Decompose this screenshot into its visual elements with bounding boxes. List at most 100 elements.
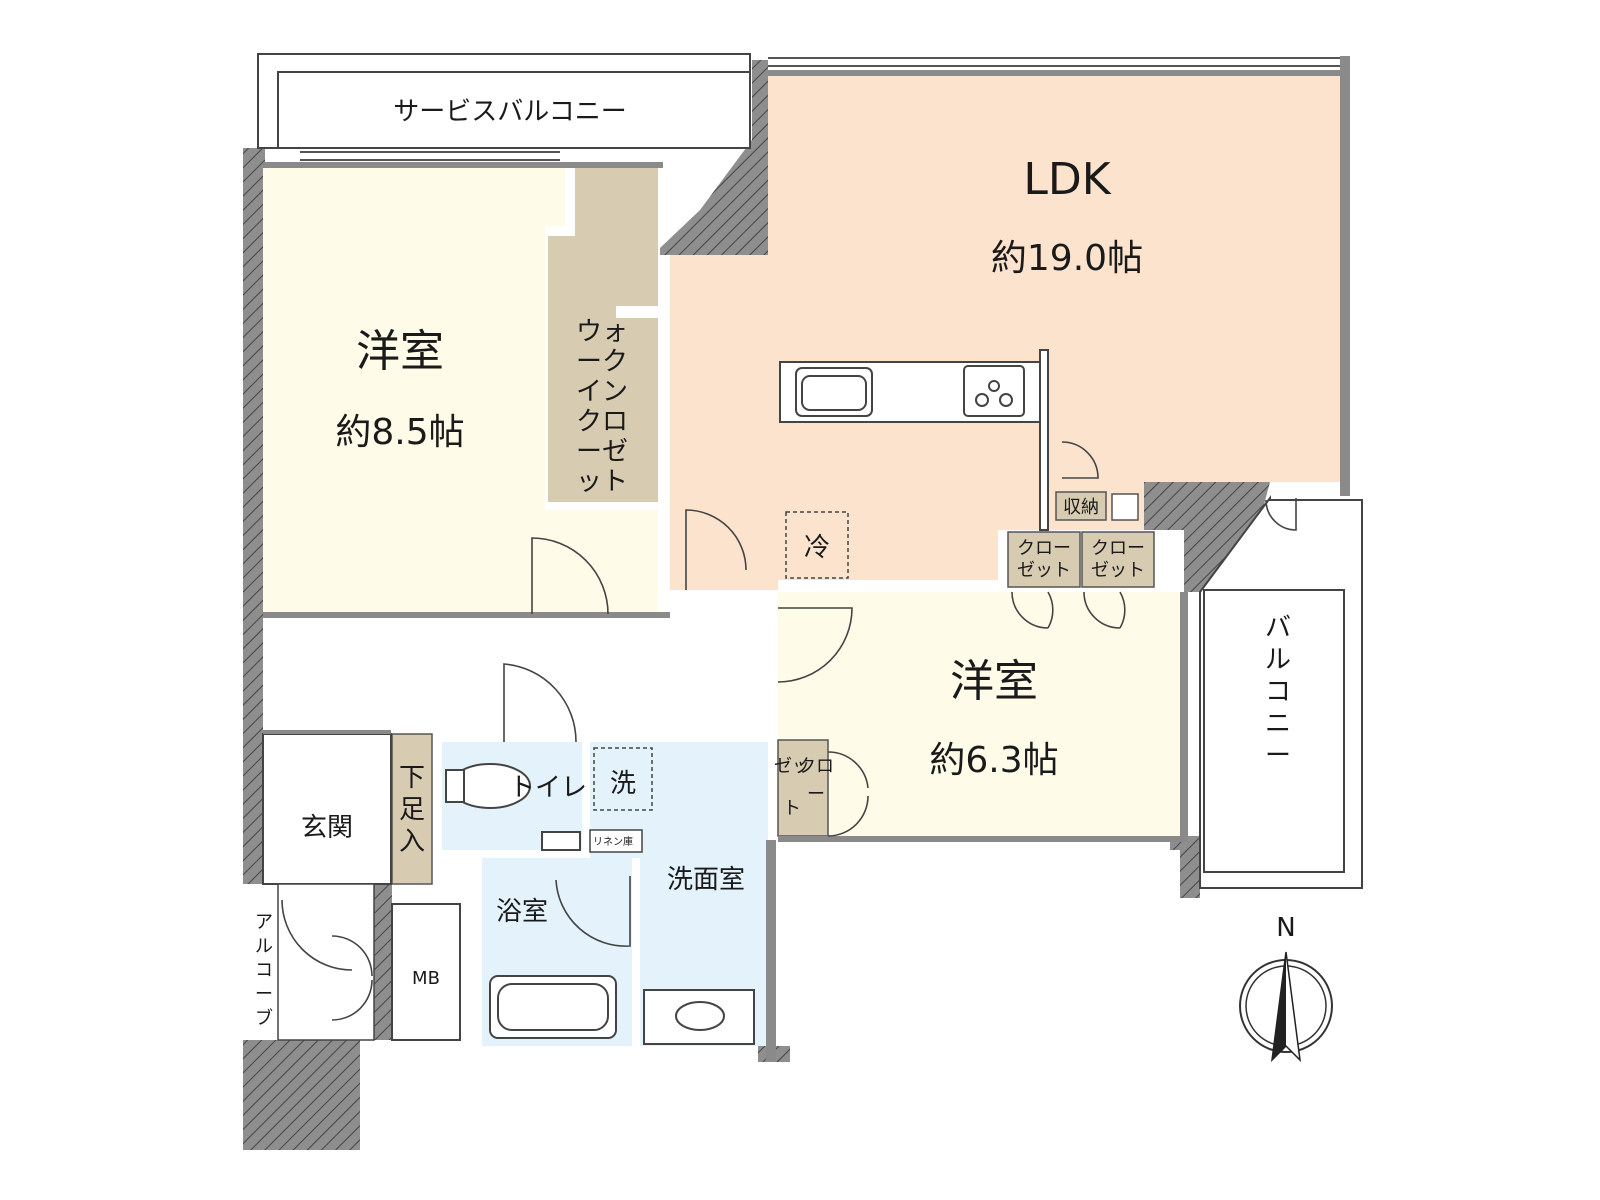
- alcove-area: [277, 883, 375, 1041]
- wall-north-ldk: [768, 70, 1340, 76]
- mb-label: MB: [412, 968, 440, 989]
- western2-name: 洋室: [950, 656, 1038, 707]
- svg-text:コ: コ: [1265, 677, 1291, 707]
- svg-text:ニ: ニ: [1265, 709, 1291, 739]
- storage-label: 収納: [1063, 497, 1099, 518]
- ldk-area: [670, 76, 1340, 590]
- svg-text:クロー: クロー: [1017, 538, 1071, 559]
- wall-west: [243, 148, 263, 884]
- stove-burner-2: [999, 393, 1013, 407]
- wall-south-bottom: [243, 1040, 360, 1150]
- western-room-1: [263, 166, 658, 616]
- ldk-size: 約19.0帖: [991, 238, 1143, 279]
- wall-east-ldk: [1340, 56, 1350, 496]
- toilet-sink: [541, 831, 581, 851]
- svg-text:クロ: クロ: [576, 407, 628, 437]
- closet-b-area: [1081, 531, 1155, 588]
- walkin-closet-label: ウォ ーク イン クロ ーゼ ット: [576, 317, 628, 497]
- western2-size: 約6.3帖: [929, 740, 1058, 781]
- service-balcony-label: サービスバルコニー: [393, 97, 626, 127]
- western1-size: 約8.5帖: [335, 412, 464, 453]
- storage-area: [1055, 491, 1107, 521]
- svg-text:ー: ー: [1265, 741, 1291, 771]
- svg-text:ア: ア: [255, 912, 273, 933]
- svg-text:ゼット: ゼット: [1017, 560, 1071, 581]
- svg-text:クロ: クロ: [798, 756, 834, 777]
- closet-a-area: [1007, 531, 1081, 588]
- svg-text:入: 入: [399, 827, 425, 857]
- balcony-inner: [1203, 589, 1345, 873]
- walkin-closet-area: [548, 166, 658, 502]
- washer-label: 洗: [610, 769, 636, 799]
- shoe-cabinet-area: [391, 733, 433, 885]
- stove-burner-1: [975, 393, 989, 407]
- ldk-name: LDK: [1023, 154, 1111, 205]
- compass-north-label: N: [1276, 913, 1295, 943]
- stove-burner-3: [988, 380, 1000, 392]
- mb-area: [391, 903, 461, 1041]
- wall-corner-nw: [243, 148, 265, 168]
- wall-west2-east: [1180, 592, 1188, 842]
- svg-text:ル: ル: [255, 936, 273, 957]
- balcony-area: [1199, 494, 1363, 889]
- svg-text:イン: イン: [576, 377, 628, 407]
- compass-needle-dark: [1272, 952, 1286, 1060]
- closet-a-label: クロー ゼット: [1017, 538, 1071, 581]
- svg-text:ル: ル: [1265, 645, 1291, 675]
- sink-inner: [801, 375, 867, 411]
- wash-basin: [675, 1001, 725, 1031]
- wall-balcony-corner: [1144, 482, 1270, 592]
- linen-label: リネン庫: [593, 835, 633, 848]
- wall-west1-south: [263, 612, 670, 618]
- svg-text:ウォ: ウォ: [576, 317, 628, 347]
- svg-text:ゼッ: ゼッ: [774, 756, 810, 777]
- entrance-label: 玄関: [301, 813, 353, 843]
- svg-text:ー: ー: [255, 984, 273, 1005]
- balcony-label: バ ル コ ニ ー: [1265, 613, 1291, 771]
- closet-b-label: クロー ゼット: [1091, 538, 1145, 581]
- kitchen-counter-back: [1039, 349, 1049, 531]
- wall-ldk-sw: [660, 60, 768, 255]
- linen-area: [589, 829, 643, 853]
- wall-mb-left: [374, 884, 392, 1040]
- svg-text:ーゼ: ーゼ: [576, 437, 628, 467]
- washer-space: [593, 747, 653, 811]
- svg-text:ット: ット: [576, 467, 628, 497]
- bathroom-label: 浴室: [496, 897, 548, 927]
- svg-text:ト: ト: [783, 798, 801, 819]
- svg-text:クロー: クロー: [1091, 538, 1145, 559]
- hallway-line: [263, 730, 391, 734]
- alcove-label: ア ル コ ー ブ: [255, 912, 273, 1029]
- wall-west2-south: [778, 836, 1184, 842]
- bathtub-inner: [497, 983, 609, 1031]
- closet-c-label: ゼッ クロ ト ー: [774, 756, 834, 819]
- fridge-label: 冷: [804, 533, 830, 563]
- north-windows: [300, 57, 1340, 161]
- svg-text:ブ: ブ: [255, 1007, 273, 1029]
- service-balcony-area: [257, 53, 751, 149]
- washroom-area: [590, 742, 768, 1046]
- toilet-label: トイレ: [509, 773, 587, 803]
- storage-side: [1111, 493, 1139, 521]
- svg-text:コ: コ: [255, 960, 273, 981]
- wall-west2-se: [1170, 836, 1200, 898]
- western1-name: 洋室: [356, 326, 444, 377]
- compass: N: [1239, 913, 1333, 1063]
- wall-wash-east: [766, 840, 776, 1060]
- western-room-2: [778, 592, 1184, 836]
- svg-text:ー: ー: [807, 784, 825, 805]
- svg-text:ゼット: ゼット: [1091, 560, 1145, 581]
- svg-text:ーク: ーク: [576, 347, 628, 377]
- shoe-cabinet-label: 下 足 入: [399, 763, 425, 857]
- fridge-space: [785, 511, 849, 579]
- closet-c-area: [777, 739, 829, 837]
- wall-north-west1: [263, 162, 663, 168]
- door-swings: [281, 441, 1297, 1021]
- washroom-label: 洗面室: [667, 865, 745, 895]
- svg-text:足: 足: [399, 795, 425, 825]
- toilet-tank: [445, 769, 465, 803]
- entrance-area: [262, 733, 392, 885]
- service-balcony-inner: [277, 71, 751, 149]
- svg-text:下: 下: [399, 763, 425, 793]
